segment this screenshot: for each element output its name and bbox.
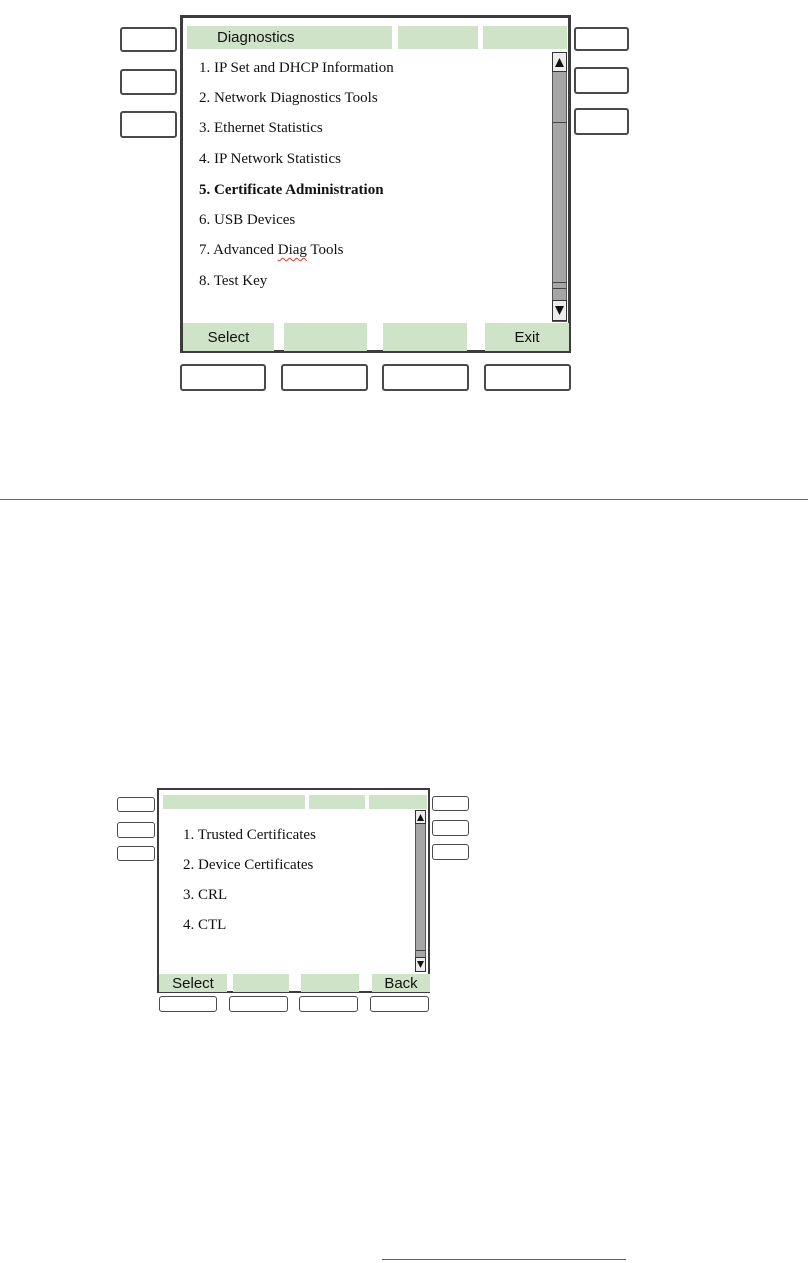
triangle-down-icon: [555, 306, 564, 315]
right-line-key-1[interactable]: [432, 796, 469, 811]
scroll-up-button[interactable]: [415, 810, 426, 824]
page-title: Diagnostics: [217, 29, 295, 46]
screen-certificate-admin: Select Back 1. Trusted Certificates 2. De…: [157, 788, 430, 993]
left-line-key-2[interactable]: [117, 822, 155, 838]
scrollbar-divider: [553, 288, 566, 289]
triangle-down-icon: [417, 961, 424, 968]
scrollbar-divider: [553, 282, 566, 283]
menu-item[interactable]: 2. Device Certificates: [183, 857, 314, 873]
softkey-3[interactable]: [301, 974, 359, 992]
triangle-up-icon: [555, 57, 564, 67]
softkey-button-1[interactable]: [159, 996, 217, 1012]
softkey-2[interactable]: [233, 974, 289, 992]
left-line-key-3[interactable]: [117, 846, 155, 861]
triangle-up-icon: [417, 813, 424, 821]
menu-item[interactable]: 1. IP Set and DHCP Information: [199, 60, 394, 76]
softkey-button-3[interactable]: [299, 996, 358, 1012]
softkey-button-4[interactable]: [370, 996, 429, 1012]
right-line-key-2[interactable]: [574, 67, 629, 94]
menu-item[interactable]: 7. Advanced Diag Tools: [199, 242, 344, 258]
menu-item[interactable]: 8. Test Key: [199, 273, 268, 289]
spellcheck-word: Diag: [277, 242, 307, 258]
scrollbar-divider: [416, 950, 425, 951]
scrollbar-divider: [553, 122, 566, 123]
link-underline[interactable]: [382, 1259, 626, 1260]
softkey-select[interactable]: Select: [159, 974, 227, 992]
right-line-key-1[interactable]: [574, 27, 629, 51]
softkey-button-1[interactable]: [180, 364, 266, 391]
softkey-button-2[interactable]: [281, 364, 368, 391]
softkey-select[interactable]: Select: [183, 323, 274, 351]
scrollbar[interactable]: [415, 810, 426, 972]
left-line-key-2[interactable]: [120, 69, 177, 95]
menu-item[interactable]: 3. Ethernet Statistics: [199, 120, 323, 136]
scroll-up-button[interactable]: [552, 52, 567, 72]
header-status-segment: [398, 26, 478, 49]
softkey-button-2[interactable]: [229, 996, 288, 1012]
menu-item[interactable]: 1. Trusted Certificates: [183, 827, 316, 843]
menu-item[interactable]: 5. Certificate Administration: [199, 182, 384, 198]
menu-item[interactable]: 4. CTL: [183, 917, 227, 933]
header-status-segment: [369, 795, 427, 809]
page-divider: [0, 499, 808, 500]
softkey-2[interactable]: [284, 323, 367, 351]
left-line-key-1[interactable]: [120, 27, 177, 52]
header-status-segment: [309, 795, 365, 809]
right-line-key-2[interactable]: [432, 820, 469, 836]
header-title-bar: Diagnostics: [187, 26, 392, 49]
screen-diagnostics: Diagnostics Select Exit 1. IP Set and DH…: [180, 15, 571, 353]
softkey-exit[interactable]: Exit: [485, 323, 569, 351]
left-line-key-1[interactable]: [117, 797, 155, 812]
header-title-bar: [163, 795, 305, 809]
softkey-button-3[interactable]: [382, 364, 469, 391]
softkey-3[interactable]: [383, 323, 467, 351]
scroll-down-button[interactable]: [552, 300, 567, 321]
menu-item[interactable]: 6. USB Devices: [199, 212, 296, 228]
right-line-key-3[interactable]: [432, 844, 469, 860]
header-status-segment: [483, 26, 567, 49]
softkey-back[interactable]: Back: [372, 974, 430, 992]
softkey-button-4[interactable]: [484, 364, 571, 391]
left-line-key-3[interactable]: [120, 111, 177, 138]
menu-item[interactable]: 2. Network Diagnostics Tools: [199, 90, 378, 106]
scroll-down-button[interactable]: [415, 957, 426, 972]
right-line-key-3[interactable]: [574, 108, 629, 135]
menu-item[interactable]: 3. CRL: [183, 887, 228, 903]
menu-item[interactable]: 4. IP Network Statistics: [199, 151, 341, 167]
